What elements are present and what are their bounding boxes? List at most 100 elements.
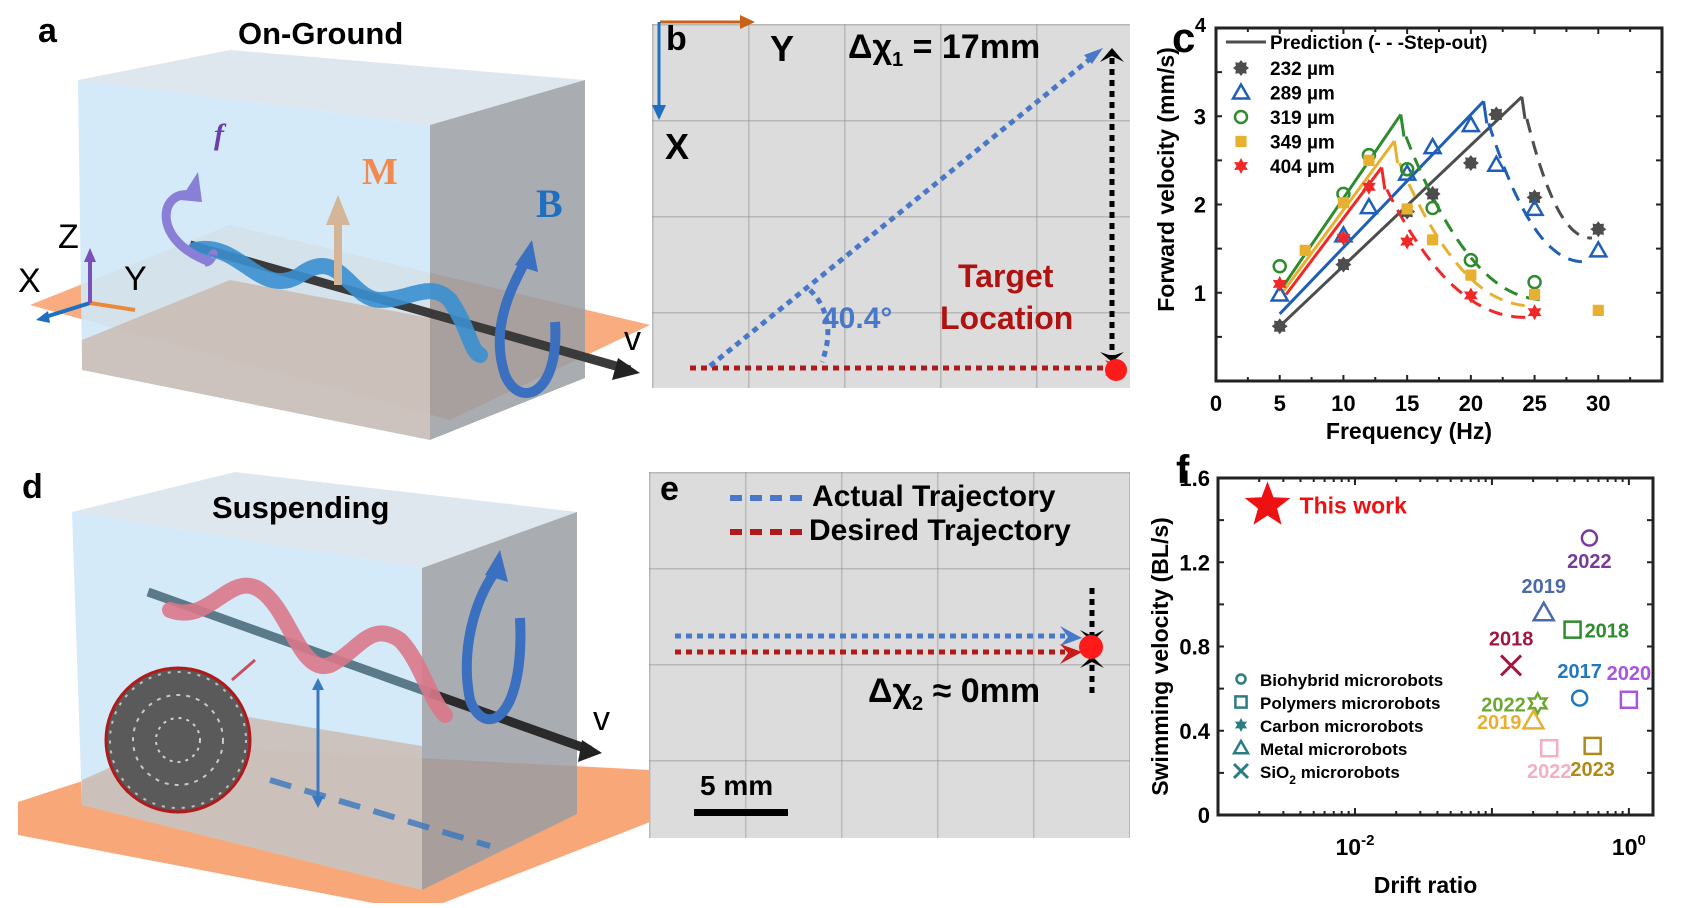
y-axis-label: Forward velocity (mm/s): [1153, 47, 1179, 312]
data-point-label: 2018: [1585, 621, 1630, 643]
legend-label: 289 µm: [1270, 84, 1335, 105]
helix-ribbon: [187, 240, 488, 363]
data-point: [1363, 154, 1375, 166]
m-arrow-head: [326, 195, 350, 225]
height-arrow-bottom: [312, 796, 324, 808]
legend-header: Prediction (- - -Step-out): [1270, 33, 1487, 54]
data-point-group: 2022: [1567, 529, 1612, 573]
data-point: [1462, 155, 1479, 171]
legend-desired-label: Desired Trajectory: [809, 514, 1071, 547]
data-point-group: 2022: [1527, 738, 1571, 783]
y-tick-label: 1.2: [1179, 550, 1210, 575]
offset-bottom-head: [1080, 656, 1104, 668]
delta-chi-1-sub: 1: [892, 48, 904, 71]
y-axis-label: Swimming velocity (BL/s): [1147, 517, 1173, 796]
x-tick-label: 30: [1586, 391, 1610, 416]
data-point: [1500, 654, 1523, 677]
data-point-group: 2019: [1477, 708, 1546, 734]
panel-label-c: c: [1172, 14, 1196, 61]
prediction-line: [1278, 100, 1485, 315]
box-side-face: [422, 512, 577, 890]
b-rotation-arrow-head: [515, 240, 538, 272]
data-point: [1299, 244, 1311, 256]
data-point-group: This work: [1244, 481, 1408, 525]
data-point: [1424, 185, 1441, 202]
data-point: [1272, 275, 1287, 292]
prediction-drop: [1392, 140, 1400, 164]
data-point: [1463, 252, 1479, 268]
b-axis-x-label: X: [665, 126, 690, 167]
y-tick-label: 3: [1194, 104, 1206, 129]
panel-label-a: a: [38, 12, 57, 50]
delta-chi-1-value: = 17mm: [912, 28, 1041, 66]
data-point-group: 2019: [1521, 576, 1566, 622]
data-point-label: 2022: [1567, 551, 1612, 573]
sem-texture-inner: [132, 694, 224, 786]
axis-label-z: Z: [58, 218, 79, 256]
legend-marker: [1231, 738, 1251, 755]
this-work-marker: [1244, 481, 1291, 525]
data-point-group: 2017: [1557, 661, 1602, 707]
delta-chi-2-value: ≈ 0mm: [932, 672, 1041, 710]
target-label-line1: Target: [958, 258, 1054, 294]
data-point-label: 2022: [1481, 694, 1526, 716]
data-point-group: 2020: [1607, 663, 1652, 710]
legend-marker: [1234, 695, 1248, 709]
delta-chi-2-sub: 2: [912, 692, 924, 715]
x-tick-label: 100: [1612, 832, 1646, 860]
legend-marker: [1232, 762, 1250, 780]
b-rotation-arrow: [494, 259, 561, 398]
data-point: [1531, 600, 1556, 622]
prediction-drop: [1520, 96, 1527, 120]
data-point: [1583, 736, 1602, 756]
symbol-B: B: [536, 181, 563, 226]
panel-b-photo: [652, 24, 1130, 388]
x-tick-exponent: -2: [1361, 832, 1374, 849]
data-point: [1463, 287, 1478, 304]
legend-marker: [1235, 135, 1247, 148]
symbol-v: v: [624, 320, 641, 358]
y-direction-arrow-head: [740, 15, 755, 29]
data-point: [1400, 233, 1415, 250]
axis-label-y: Y: [124, 260, 147, 298]
data-point: [1524, 198, 1545, 217]
panel-label-f: f: [1176, 448, 1190, 492]
panel-d: d Suspending v: [0, 450, 650, 908]
v-arrow-head: [612, 358, 640, 380]
prediction-drop: [1399, 114, 1406, 137]
actual-path-head: [1084, 48, 1103, 64]
legend-marker: [1235, 673, 1247, 685]
prediction-line: [1282, 140, 1396, 292]
legend-label: Biohybrid microrobots: [1260, 671, 1443, 690]
legend-label: 232 µm: [1270, 59, 1335, 80]
panel-label-e: e: [660, 470, 679, 508]
panel-e-overlay: [675, 495, 1104, 816]
data-point: [1526, 690, 1549, 717]
markers-232m: [1271, 106, 1607, 335]
target-marker: [1105, 359, 1127, 381]
legend-label-suffix: microrobots: [1296, 763, 1400, 782]
desired-path-head: [1060, 644, 1082, 664]
helix-ribbon: [162, 577, 453, 723]
delta-chi-2: Δχ2 ≈ 0mm: [868, 672, 1040, 716]
legend-marker: [1233, 109, 1249, 125]
data-point: [1272, 259, 1287, 274]
data-point: [1588, 239, 1609, 258]
sem-inset: [104, 666, 252, 814]
legend-marker: [1234, 718, 1248, 732]
suspending-illustration: [18, 472, 650, 908]
sem-texture-core: [155, 717, 201, 763]
f-rotation-arrow-head: [180, 172, 202, 202]
symbol-v: v: [593, 700, 610, 738]
data-point-label: This work: [1300, 492, 1408, 518]
x-axis-arrow: [41, 301, 91, 320]
symbol-f: f: [214, 118, 224, 151]
data-point-label: 2018: [1489, 628, 1534, 650]
symbol-M: M: [362, 151, 398, 193]
data-point: [1422, 136, 1443, 155]
data-point: [1399, 161, 1415, 177]
data-point-label: 2020: [1607, 663, 1652, 685]
legend-marker: [1233, 60, 1249, 76]
